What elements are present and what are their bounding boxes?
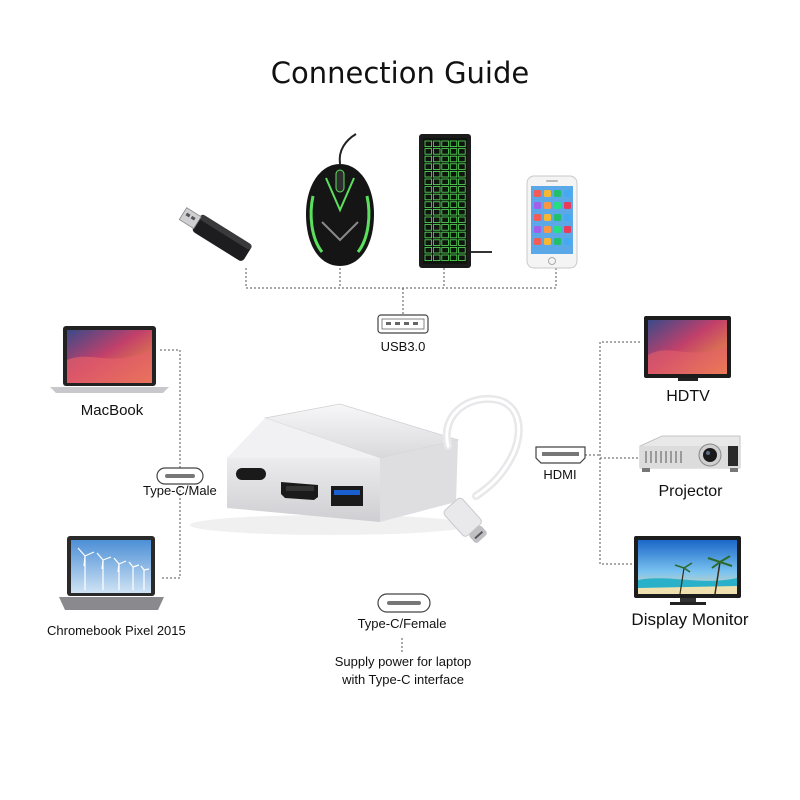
- projector-icon: [639, 435, 741, 472]
- gaming-mouse-icon: [306, 133, 374, 266]
- usb-label: USB3.0: [380, 339, 426, 354]
- typec-female-port-icon: [377, 593, 431, 613]
- hdtv-label: HDTV: [666, 388, 710, 405]
- hdmi-label: HDMI: [543, 467, 577, 482]
- projector-label: Projector: [658, 483, 723, 500]
- display-monitor-icon: [634, 536, 741, 605]
- smartphone-icon: [526, 175, 578, 269]
- power-note-line2: with Type-C interface: [342, 672, 464, 687]
- page-title: Connection Guide: [270, 56, 530, 90]
- hdmi-port-icon: [535, 446, 586, 464]
- keyboard-icon: [419, 134, 492, 268]
- power-note-line1: Supply power for laptop: [334, 654, 472, 669]
- connection-lines: [160, 268, 640, 652]
- chromebook-icon: [59, 536, 164, 610]
- power-note: Supply power for laptop with Type-C inte…: [318, 653, 488, 689]
- usb-flash-drive-icon: [178, 207, 252, 261]
- macbook-label: MacBook: [80, 402, 144, 419]
- chromebook-label: Chromebook Pixel 2015: [47, 623, 186, 638]
- display-monitor-label: Display Monitor: [631, 610, 749, 629]
- typec-male-port-icon: [156, 467, 204, 485]
- typec-male-label: Type-C/Male: [143, 483, 217, 498]
- macbook-icon: [50, 326, 169, 393]
- typec-female-label: Type-C/Female: [357, 616, 447, 631]
- hdtv-icon: [644, 316, 731, 381]
- usb-port-icon: [377, 314, 429, 334]
- usb-c-hub-adapter: [190, 394, 523, 543]
